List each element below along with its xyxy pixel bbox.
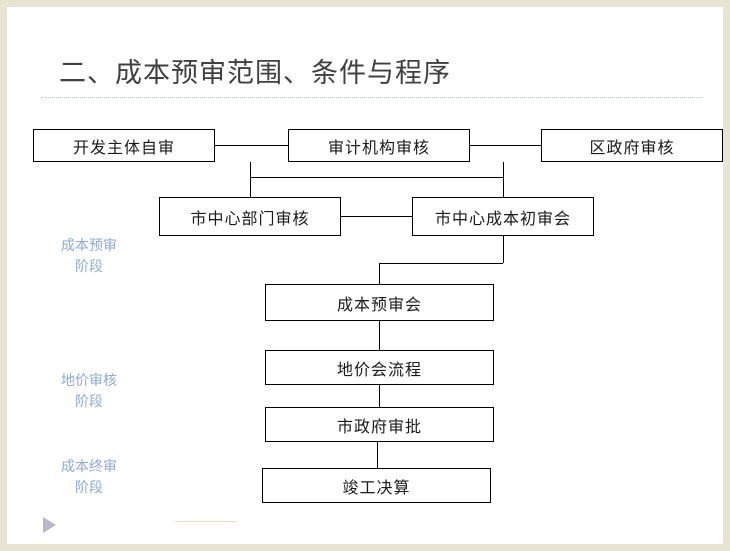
bottom-divider <box>175 521 237 522</box>
slide-inner: 二、成本预审范围、条件与程序 开发主体自审 审计机构审核 区政府审核 市中心部门… <box>7 7 723 544</box>
connector-bus-to-column <box>379 263 503 264</box>
connector-down-from-chushenhui <box>503 236 504 263</box>
stage-label-chengben-zhongshen-line1: 成本终审 <box>61 458 117 474</box>
flow-box-shizhongxin-bumen-shenhe[interactable]: 市中心部门审核 <box>159 197 341 236</box>
connector-into-chengben-yushenhui <box>379 263 380 284</box>
connector-dijia-to-shenpi <box>379 385 380 407</box>
connector-row2-mid <box>341 216 412 217</box>
page-title: 二、成本预审范围、条件与程序 <box>59 58 451 88</box>
stage-label-chengben-zhongshen: 成本终审 阶段 <box>43 456 135 498</box>
connector-row1-left <box>215 145 288 146</box>
flow-box-chengben-yushenhui[interactable]: 成本预审会 <box>265 284 494 321</box>
stage-label-chengben-yushen-line1: 成本预审 <box>61 237 117 253</box>
connector-yushenhui-to-dijia <box>379 321 380 350</box>
flow-box-shenji-jigou-shenhe[interactable]: 审计机构审核 <box>288 129 470 162</box>
stage-label-chengben-yushen: 成本预审 阶段 <box>43 235 135 277</box>
stage-label-dijia-shenhe-line1: 地价审核 <box>61 372 117 388</box>
flow-box-jungong-juesuan[interactable]: 竣工决算 <box>262 468 491 503</box>
connector-shenpi-to-juesuan <box>377 442 378 468</box>
stage-label-chengben-yushen-line2: 阶段 <box>75 258 103 274</box>
flow-box-shi-zhengfu-shenpi[interactable]: 市政府审批 <box>265 407 494 442</box>
connector-down-to-row2-left <box>250 162 251 197</box>
title-divider <box>41 97 703 98</box>
stage-label-dijia-shenhe-line2: 阶段 <box>75 393 103 409</box>
connector-down-to-row2-right <box>503 162 504 197</box>
play-triangle-icon[interactable] <box>43 517 56 533</box>
connector-row2-bus <box>250 177 503 178</box>
stage-label-dijia-shenhe: 地价审核 阶段 <box>43 370 135 412</box>
flow-box-qu-zhengfu-shenhe[interactable]: 区政府审核 <box>541 129 723 162</box>
flow-box-shizhongxin-chengben-chushenhui[interactable]: 市中心成本初审会 <box>412 197 594 236</box>
stage-label-chengben-zhongshen-line2: 阶段 <box>75 479 103 495</box>
connector-row1-right <box>470 145 541 146</box>
flow-box-dijia-hui-liucheng[interactable]: 地价会流程 <box>265 350 494 385</box>
flow-box-kaifa-zhuti-zishen[interactable]: 开发主体自审 <box>33 129 215 162</box>
